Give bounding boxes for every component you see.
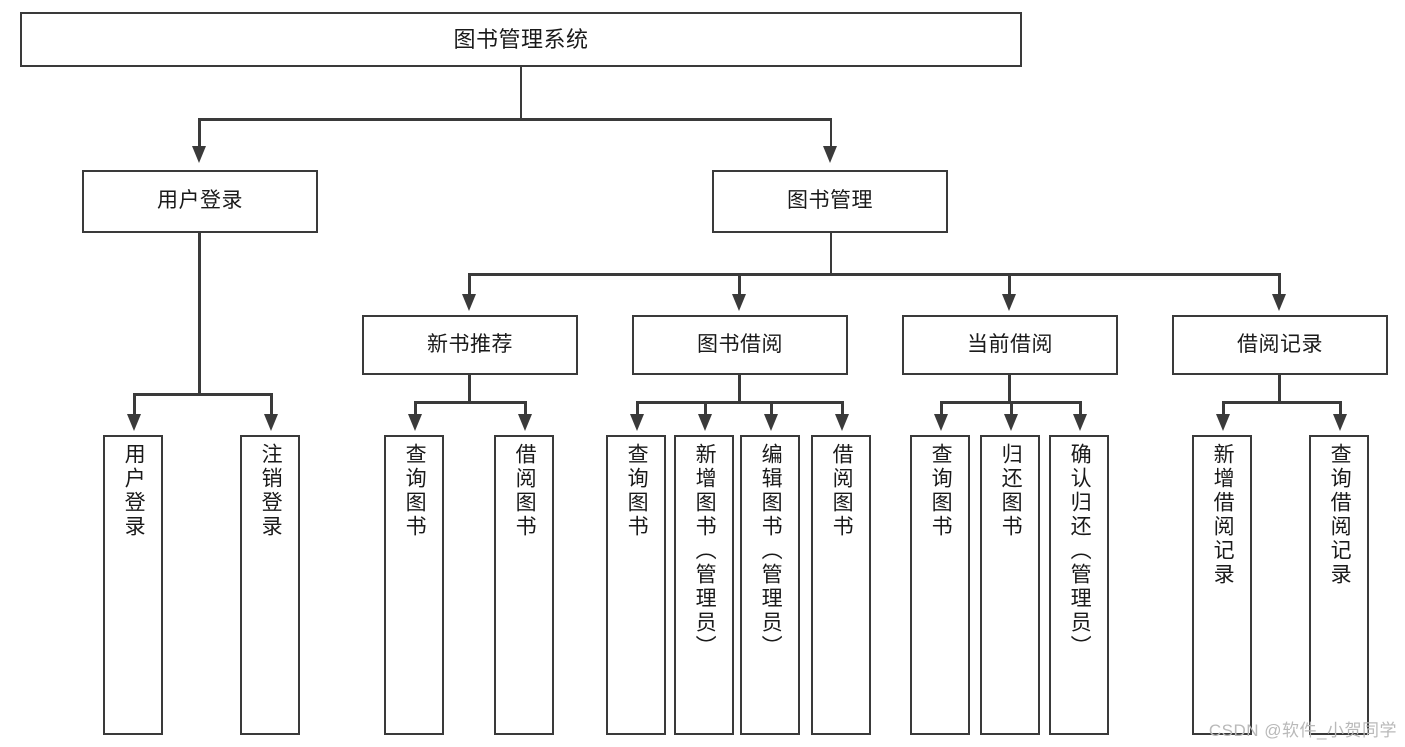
- connector-book-borrow-drop-2: [704, 401, 707, 415]
- connector-book-management-drop-3: [1008, 273, 1011, 295]
- node-label: 确认归还（管理员）: [1068, 443, 1092, 659]
- node-book-management[interactable]: 图书管理: [712, 170, 948, 233]
- node-borrow-record[interactable]: 借阅记录: [1172, 315, 1388, 375]
- connector-new-book-bus: [414, 401, 524, 404]
- arrowhead-book-borrow-leaf-2: [697, 414, 712, 431]
- leaf-book-borrow-add-book-admin[interactable]: 新增图书（管理员）: [674, 435, 734, 735]
- leaf-current-borrow-return-book[interactable]: 归还图书: [980, 435, 1040, 735]
- node-label: 图书管理系统: [453, 26, 589, 52]
- node-label: 查询图书: [403, 443, 427, 539]
- arrowhead-to-new-book-recommend: [461, 294, 476, 311]
- node-label: 注销登录: [259, 443, 283, 539]
- connector-new-book-drop-2: [524, 401, 527, 415]
- connector-book-management-drop-1: [468, 273, 471, 295]
- connector-borrow-record-drop-2: [1339, 401, 1342, 415]
- node-label: 查询借阅记录: [1328, 443, 1352, 587]
- arrowhead-book-borrow-leaf-4: [834, 414, 849, 431]
- arrowhead-new-book-leaf-1: [407, 414, 422, 431]
- leaf-new-book-borrow-book[interactable]: 借阅图书: [494, 435, 554, 735]
- connector-book-management-drop-2: [738, 273, 741, 295]
- leaf-user-login[interactable]: 用户登录: [103, 435, 163, 735]
- leaf-logout-login[interactable]: 注销登录: [240, 435, 300, 735]
- node-user-login[interactable]: 用户登录: [82, 170, 318, 233]
- arrowhead-current-borrow-leaf-2: [1003, 414, 1018, 431]
- node-label: 当前借阅: [967, 332, 1053, 356]
- node-label: 新书推荐: [427, 332, 513, 356]
- arrowhead-to-borrow-record: [1271, 294, 1286, 311]
- arrowhead-new-book-leaf-2: [517, 414, 532, 431]
- node-new-book-recommend[interactable]: 新书推荐: [362, 315, 578, 375]
- connector-user-login-bus: [133, 393, 270, 396]
- node-label: 用户登录: [157, 189, 243, 213]
- arrowhead-root-to-user-login: [191, 146, 206, 163]
- node-label: 图书管理: [787, 189, 873, 213]
- leaf-book-borrow-query-book[interactable]: 查询图书: [606, 435, 666, 735]
- connector-current-borrow-drop-3: [1079, 401, 1082, 415]
- connector-current-borrow-drop-1: [940, 401, 943, 415]
- node-label: 图书借阅: [697, 332, 783, 356]
- connector-borrow-record-bus: [1222, 401, 1339, 404]
- arrowhead-current-borrow-leaf-1: [933, 414, 948, 431]
- connector-root-drop-1: [198, 118, 201, 148]
- arrowhead-user-login-leaf-1: [126, 414, 141, 431]
- arrowhead-user-login-leaf-2: [263, 414, 278, 431]
- connector-user-login-stem: [198, 233, 201, 395]
- connector-root-stem: [519, 67, 523, 119]
- leaf-current-borrow-query-book[interactable]: 查询图书: [910, 435, 970, 735]
- node-label: 查询图书: [929, 443, 953, 539]
- node-root-system[interactable]: 图书管理系统: [20, 12, 1022, 67]
- node-label: 借阅图书: [830, 443, 854, 539]
- connector-root-bus: [198, 118, 832, 121]
- leaf-current-borrow-confirm-return-admin[interactable]: 确认归还（管理员）: [1049, 435, 1109, 735]
- connector-book-management-stem: [829, 233, 832, 275]
- connector-new-book-drop-1: [414, 401, 417, 415]
- node-label: 归还图书: [999, 443, 1023, 539]
- connector-book-management-bus: [468, 273, 1280, 276]
- arrowhead-root-to-book-manage: [823, 146, 838, 163]
- arrowhead-borrow-record-leaf-2: [1332, 414, 1347, 431]
- node-label: 用户登录: [122, 443, 146, 539]
- watermark: CSDN @软件_小贺同学: [1208, 721, 1397, 740]
- connector-user-login-drop-2: [270, 393, 273, 415]
- connector-current-borrow-bus: [940, 401, 1079, 404]
- connector-book-borrow-stem: [738, 375, 741, 403]
- node-label: 借阅图书: [513, 443, 537, 539]
- leaf-book-borrow-edit-book-admin[interactable]: 编辑图书（管理员）: [740, 435, 800, 735]
- node-current-borrow[interactable]: 当前借阅: [902, 315, 1118, 375]
- connector-book-management-drop-4: [1278, 273, 1281, 295]
- node-label: 新增借阅记录: [1211, 443, 1235, 587]
- connector-book-borrow-bus: [636, 401, 841, 404]
- connector-current-borrow-stem: [1008, 375, 1011, 403]
- node-book-borrow[interactable]: 图书借阅: [632, 315, 848, 375]
- node-label: 编辑图书（管理员）: [759, 443, 783, 659]
- leaf-borrow-record-query-record[interactable]: 查询借阅记录: [1309, 435, 1369, 735]
- arrowhead-current-borrow-leaf-3: [1072, 414, 1087, 431]
- connector-new-book-stem: [468, 375, 471, 403]
- leaf-new-book-query-book[interactable]: 查询图书: [384, 435, 444, 735]
- node-label: 新增图书（管理员）: [693, 443, 717, 659]
- connector-borrow-record-drop-1: [1222, 401, 1225, 415]
- connector-user-login-drop-1: [133, 393, 136, 415]
- arrowhead-borrow-record-leaf-1: [1215, 414, 1230, 431]
- arrowhead-book-borrow-leaf-1: [629, 414, 644, 431]
- arrowhead-to-current-borrow: [1001, 294, 1016, 311]
- node-label: 借阅记录: [1237, 332, 1323, 356]
- arrowhead-book-borrow-leaf-3: [763, 414, 778, 431]
- connector-book-borrow-drop-1: [636, 401, 639, 415]
- node-label: 查询图书: [625, 443, 649, 539]
- connector-book-borrow-drop-4: [841, 401, 844, 415]
- leaf-book-borrow-borrow-book[interactable]: 借阅图书: [811, 435, 871, 735]
- connector-root-drop-2: [829, 118, 832, 148]
- arrowhead-to-book-borrow: [731, 294, 746, 311]
- connector-current-borrow-drop-2: [1010, 401, 1013, 415]
- leaf-borrow-record-add-record[interactable]: 新增借阅记录: [1192, 435, 1252, 735]
- connector-book-borrow-drop-3: [770, 401, 773, 415]
- connector-borrow-record-stem: [1278, 375, 1281, 403]
